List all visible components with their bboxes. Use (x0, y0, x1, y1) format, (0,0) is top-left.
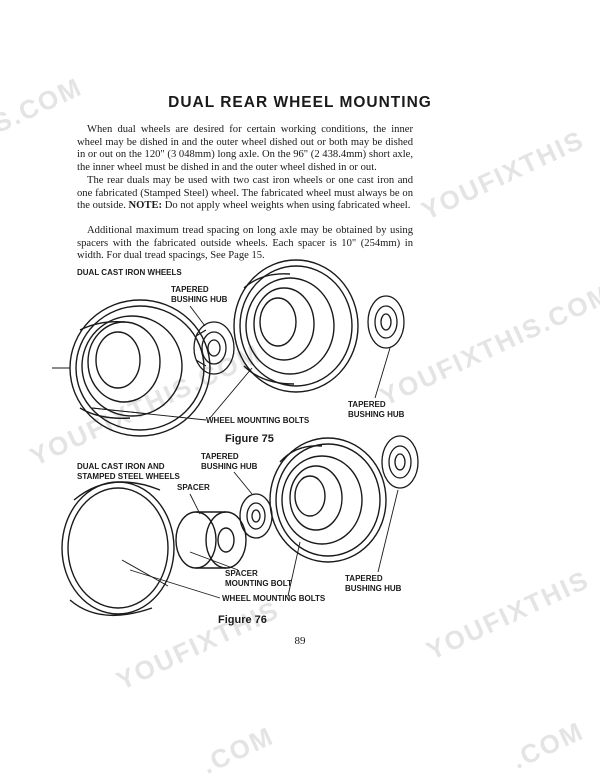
figure76-caption: Figure 76 (218, 614, 267, 626)
page-title: DUAL REAR WHEEL MOUNTING (168, 94, 432, 111)
figure75-caption: Figure 75 (225, 433, 274, 445)
note-label: NOTE: (128, 200, 163, 211)
paragraph-text: Additional maximum tread spacing on long… (77, 225, 413, 261)
figure76-right-hub (381, 435, 419, 489)
figure75-label-tapered-hub: TAPERED BUSHING HUB (171, 285, 228, 304)
figure76-cast-wheel (269, 437, 387, 563)
figure75-left-wheel (52, 299, 211, 437)
figure76-label-tapered-hub-right: TAPERED BUSHING HUB (345, 574, 402, 593)
figure75-heading: DUAL CAST IRON WHEELS (77, 268, 182, 277)
figure75-leader-lines (91, 305, 391, 421)
figure76-leader-lines (129, 471, 399, 599)
paragraph-text: Do not apply wheel weights when using fa… (164, 200, 411, 211)
figure75-right-hub (367, 295, 405, 349)
figure76-label-spacer: SPACER (177, 483, 210, 492)
figure76-label-spacer-bolt: SPACER MOUNTING BOLT (225, 569, 292, 588)
figure75-label-tapered-hub-right: TAPERED BUSHING HUB (348, 400, 405, 419)
paragraph-text: When dual wheels are desired for certain… (77, 124, 413, 173)
figure76-label-bolts: WHEEL MOUNTING BOLTS (222, 594, 326, 603)
paragraph: The rear duals may be used with two cast… (77, 175, 413, 213)
figure75-right-wheel (233, 259, 359, 393)
paragraph-text: The rear duals may be used with two cast… (77, 175, 413, 211)
figure75-left-hub (193, 321, 235, 375)
paragraph: Additional maximum tread spacing on long… (77, 225, 413, 263)
figure76-stamped-wheel (61, 481, 175, 617)
page-number: 89 (294, 635, 306, 647)
paragraph: When dual wheels are desired for certain… (77, 124, 413, 174)
figure76-heading: DUAL CAST IRON AND STAMPED STEEL WHEELS (77, 462, 180, 481)
figure76-label-tapered-hub: TAPERED BUSHING HUB (201, 452, 258, 471)
figure76-left-hub (239, 493, 273, 539)
figure75-label-bolts: WHEEL MOUNTING BOLTS (206, 416, 310, 425)
figure76-spacer (175, 511, 247, 569)
